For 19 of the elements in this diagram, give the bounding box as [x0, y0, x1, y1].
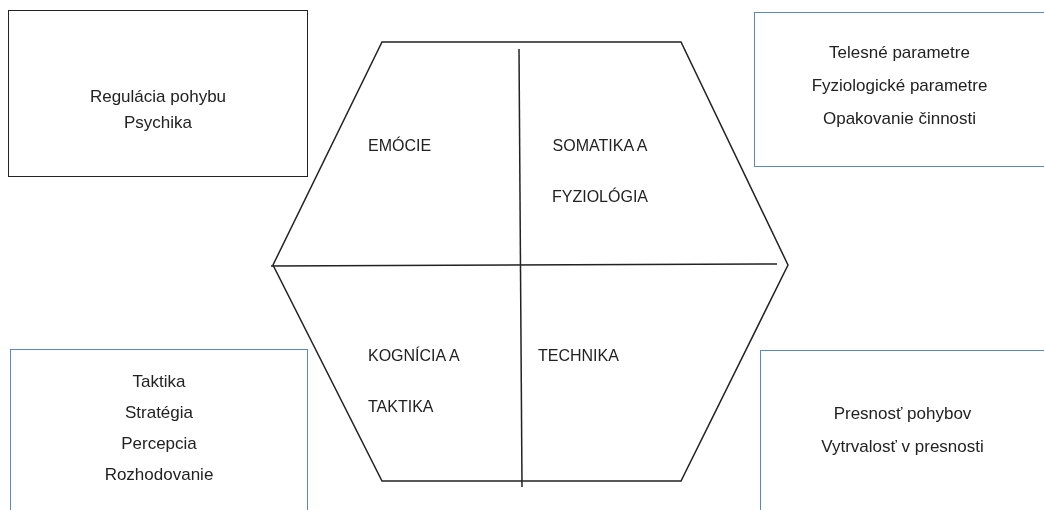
quadrant-label: TECHNIKA [538, 330, 668, 381]
text-box [10, 349, 308, 510]
list-item-text: Psychika [124, 113, 192, 133]
text-box [760, 350, 1044, 510]
list-item-text: Presnosť pohybov [833, 404, 972, 424]
list-item-text: Vytrvalosť v presnosti [821, 437, 984, 457]
text-box [754, 12, 1044, 167]
list-item-text: Rozhodovanie [104, 465, 214, 485]
quadrant-label: KOGNÍCIA A TAKTIKA [368, 330, 460, 432]
list-item-text: Regulácia pohybu [89, 87, 227, 107]
quadrant-label: EMÓCIE [368, 120, 498, 171]
list-item-text: Taktika [132, 372, 186, 392]
list-item-text: Stratégia [124, 403, 193, 423]
list-item-text: Opakovanie činnosti [822, 109, 977, 129]
list-item-text: Telesné parametre [829, 43, 970, 63]
list-item-text: Percepcia [121, 434, 197, 454]
text-box [8, 10, 308, 177]
quadrant-label: SOMATIKA A FYZIOLÓGIA [536, 120, 664, 222]
list-item-text: Fyziologické parametre [811, 76, 988, 96]
